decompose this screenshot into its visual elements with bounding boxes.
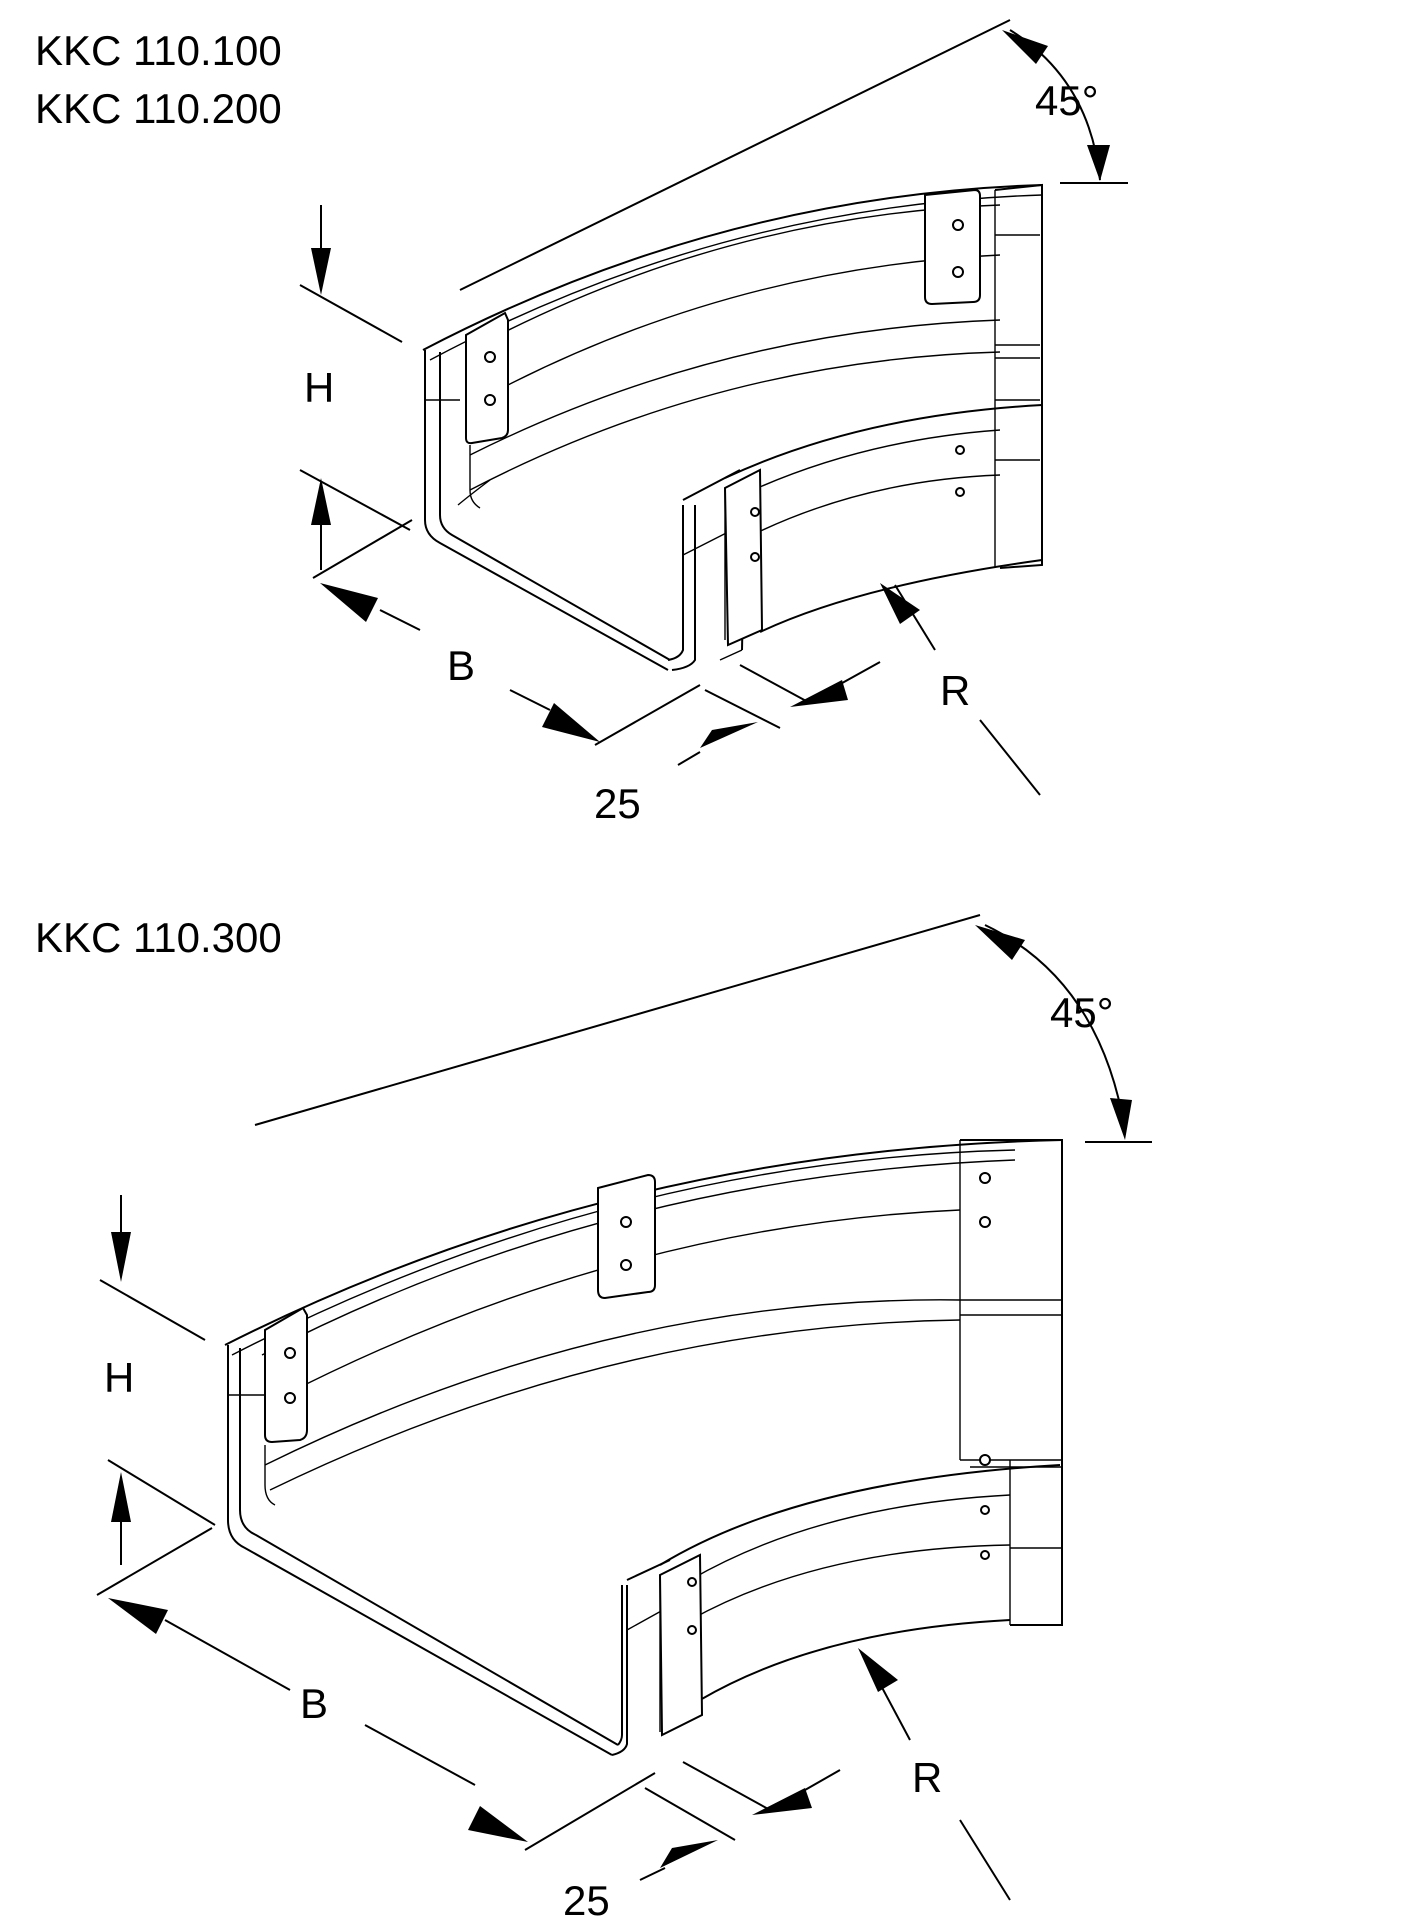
angle-arrow-bottom (1110, 1098, 1132, 1140)
bolt-hole (980, 1550, 990, 1560)
cable-tray-bend-2 (224, 1139, 1063, 1756)
height-arrow-top (111, 1232, 131, 1282)
connector-plate (658, 1553, 704, 1737)
bolt-hole (979, 1172, 991, 1184)
angle-arrow-top (975, 925, 1025, 960)
bolt-hole (980, 1505, 990, 1515)
product-code-2: KKC 110.200 (35, 85, 282, 132)
bolt-hole (750, 552, 760, 562)
offset-arrow-right (790, 680, 848, 707)
bolt-hole (955, 487, 965, 497)
angle-label: 45° (1035, 77, 1099, 124)
width-dimension: B (312, 519, 701, 746)
angle-label: 45° (1050, 989, 1114, 1036)
height-arrow-bottom (111, 1472, 131, 1522)
height-arrow-bottom (311, 478, 331, 525)
offset-arrow-right (752, 1788, 812, 1815)
width-arrow-right (468, 1806, 528, 1842)
bolt-hole (284, 1347, 296, 1359)
radius-label: R (912, 1754, 942, 1801)
bolt-hole (284, 1392, 296, 1404)
bolt-hole (952, 266, 964, 278)
bolt-hole (687, 1625, 697, 1635)
bolt-hole (955, 445, 965, 455)
bolt-hole (750, 507, 760, 517)
offset-arrow-left (700, 722, 758, 748)
offset-label: 25 (563, 1877, 610, 1923)
bolt-hole (687, 1577, 697, 1587)
height-dimension: H (299, 205, 411, 570)
width-label: B (447, 642, 475, 689)
angle-arrow-top (1002, 30, 1048, 64)
offset-dimension: 25 (563, 1761, 841, 1923)
offset-label: 25 (594, 780, 641, 827)
radius-dimension: R (858, 1648, 1011, 1901)
radius-arrow (858, 1648, 898, 1692)
height-label: H (304, 364, 334, 411)
width-arrow-left (108, 1598, 168, 1634)
angle-dimension: 45° (254, 914, 1152, 1143)
width-dimension: B (96, 1527, 656, 1851)
bolt-hole (484, 394, 496, 406)
height-dimension: H (99, 1195, 216, 1565)
bolt-hole (979, 1454, 991, 1466)
offset-dimension: 25 (594, 661, 881, 827)
bolt-hole (620, 1259, 632, 1271)
bolt-hole (979, 1216, 991, 1228)
width-label: B (300, 1680, 328, 1727)
bolt-hole (620, 1216, 632, 1228)
cable-tray-bend-1 (422, 183, 1043, 671)
height-label: H (104, 1354, 134, 1401)
bolt-hole (952, 219, 964, 231)
angle-arrow-bottom (1087, 145, 1110, 181)
connector-plate (264, 1306, 308, 1444)
angle-dimension: 45° (459, 19, 1128, 291)
height-arrow-top (311, 248, 331, 295)
offset-arrow-left (660, 1840, 718, 1868)
width-arrow-left (320, 583, 378, 622)
radius-label: R (940, 667, 970, 714)
width-arrow-right (542, 703, 600, 742)
bolt-hole (484, 351, 496, 363)
product-code-3: KKC 110.300 (35, 914, 282, 961)
radius-arrow (880, 583, 920, 624)
connector-plate (924, 188, 981, 306)
figure-2: KKC 110.300 45° H B (35, 914, 1152, 1923)
product-code-1: KKC 110.100 (35, 27, 282, 74)
connector-plate (465, 311, 509, 445)
connector-plate (597, 1173, 656, 1300)
figure-1: KKC 110.100 KKC 110.200 45° H (35, 19, 1128, 827)
radius-dimension: R (880, 583, 1041, 796)
